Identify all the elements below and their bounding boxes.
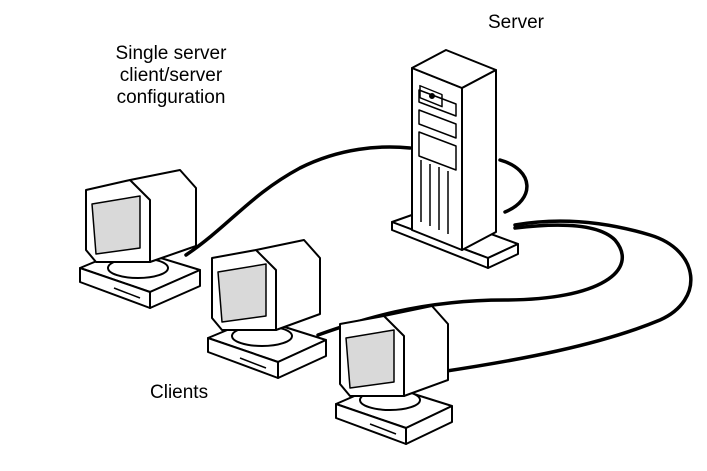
- network-cables: [184, 145, 693, 374]
- cable-client-2: [316, 223, 624, 337]
- diagram-title: Single server client/server configuratio…: [86, 43, 256, 109]
- title-line-2: client/server: [119, 65, 223, 86]
- server-tower: [391, 49, 519, 269]
- client-computer-3: [335, 305, 453, 445]
- client-computer-2: [207, 239, 327, 379]
- cable-client-3: [438, 219, 693, 374]
- title-line-3: configuration: [116, 87, 226, 108]
- server-label: Server: [488, 12, 544, 33]
- client-computer-1: [79, 169, 201, 309]
- cable-server-loop: [498, 158, 529, 214]
- clients-label: Clients: [150, 382, 209, 403]
- cable-client-1: [184, 145, 412, 257]
- title-line-1: Single server: [115, 43, 227, 64]
